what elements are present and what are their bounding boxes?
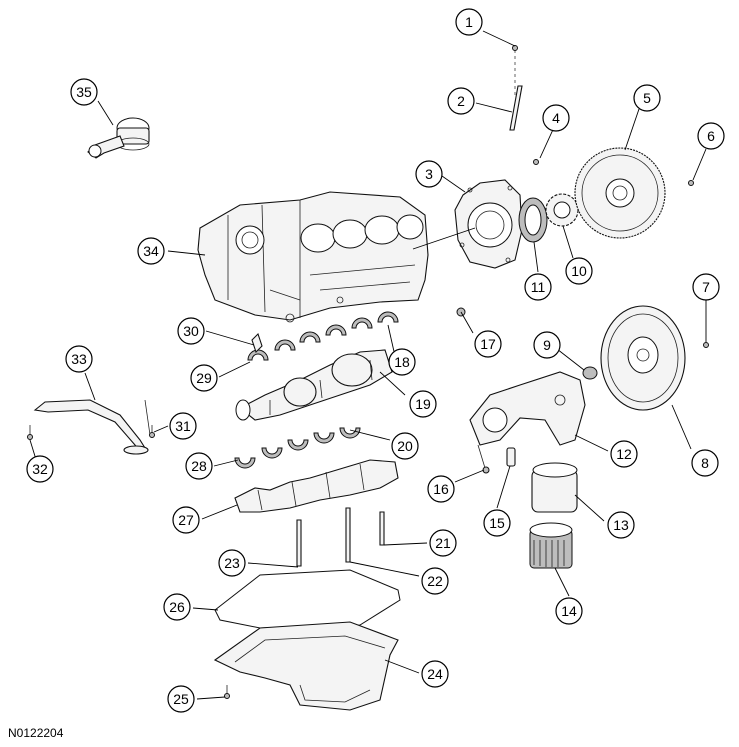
- misc-bolts: [456, 45, 709, 348]
- svg-text:5: 5: [643, 90, 651, 106]
- svg-text:12: 12: [616, 446, 632, 462]
- leader-lines: [29, 30, 707, 700]
- svg-text:7: 7: [702, 279, 710, 295]
- callout-29: 29: [190, 364, 218, 392]
- oil-pan: [213, 621, 399, 711]
- callout-19: 19: [409, 390, 437, 418]
- svg-text:27: 27: [178, 512, 194, 528]
- oil-cooler-housing: [531, 462, 578, 513]
- callout-11: 11: [524, 273, 552, 301]
- main-bearing-caps: [234, 459, 399, 513]
- svg-text:17: 17: [480, 336, 496, 352]
- svg-text:19: 19: [415, 396, 431, 412]
- callout-27: 27: [172, 506, 200, 534]
- pilot-bearing: [582, 366, 598, 380]
- oil-pan-gasket: [214, 569, 401, 629]
- callout-6: 6: [697, 122, 725, 150]
- svg-text:25: 25: [173, 691, 189, 707]
- oil-pressure-bolt: [477, 444, 490, 474]
- callout-1: 1: [455, 8, 483, 36]
- svg-text:1: 1: [465, 14, 473, 30]
- callout-20: 20: [391, 432, 419, 460]
- callout-31: 31: [169, 412, 197, 440]
- svg-text:35: 35: [76, 84, 92, 100]
- rear-seal: [518, 197, 548, 243]
- oil-filter-adapter: [469, 371, 586, 446]
- callout-30: 30: [177, 317, 205, 345]
- rear-cover-plate: [454, 179, 523, 269]
- flexplate: [574, 147, 666, 239]
- oil-pressure-sensor: [506, 447, 516, 467]
- svg-text:4: 4: [552, 110, 560, 126]
- crankshaft: [235, 349, 393, 421]
- callout-24: 24: [421, 660, 449, 688]
- thrust-washer: [251, 332, 263, 354]
- svg-text:29: 29: [196, 370, 212, 386]
- callout-2: 2: [447, 87, 475, 115]
- engine-block: [197, 191, 429, 323]
- callout-10: 10: [565, 257, 593, 285]
- callout-4: 4: [542, 104, 570, 132]
- svg-text:33: 33: [71, 351, 87, 367]
- svg-text:23: 23: [224, 555, 240, 571]
- callout-33: 33: [65, 345, 93, 373]
- callout-3: 3: [415, 160, 443, 188]
- reluctor-ring: [545, 193, 579, 227]
- callout-16: 16: [427, 475, 455, 503]
- callout-12: 12: [610, 440, 638, 468]
- svg-text:31: 31: [175, 418, 191, 434]
- svg-text:15: 15: [489, 515, 505, 531]
- oil-pickup-tube: [33, 399, 151, 455]
- callout-34: 34: [137, 237, 165, 265]
- callout-25: 25: [167, 685, 195, 713]
- piston-rod-assembly: [87, 117, 150, 159]
- svg-text:20: 20: [397, 438, 413, 454]
- svg-text:10: 10: [571, 263, 587, 279]
- pickup-tube-bolts: [27, 425, 155, 440]
- svg-text:6: 6: [707, 128, 715, 144]
- callout-14: 14: [555, 597, 583, 625]
- svg-text:11: 11: [531, 279, 546, 295]
- svg-text:3: 3: [425, 166, 433, 182]
- svg-text:32: 32: [32, 461, 48, 477]
- svg-text:21: 21: [435, 535, 451, 551]
- svg-text:16: 16: [433, 481, 449, 497]
- lower-bearing-shells: [234, 427, 361, 469]
- callout-35: 35: [70, 78, 98, 106]
- callout-32: 32: [26, 455, 54, 483]
- oil-filter: [529, 522, 573, 569]
- oil-pan-bolt: [224, 685, 230, 699]
- upper-bearing-shells: [247, 311, 399, 361]
- svg-text:30: 30: [183, 323, 199, 339]
- svg-text:18: 18: [394, 354, 410, 370]
- flywheel: [600, 305, 686, 411]
- callout-15: 15: [483, 509, 511, 537]
- svg-text:28: 28: [191, 458, 207, 474]
- callout-9: 9: [533, 331, 561, 359]
- svg-text:8: 8: [701, 455, 709, 471]
- callout-26: 26: [163, 593, 191, 621]
- callout-17: 17: [474, 330, 502, 358]
- callout-8: 8: [691, 449, 719, 477]
- svg-text:26: 26: [169, 599, 185, 615]
- svg-text:2: 2: [457, 93, 465, 109]
- callout-13: 13: [607, 511, 635, 539]
- svg-text:34: 34: [143, 243, 159, 259]
- callout-5: 5: [633, 84, 661, 112]
- svg-text:14: 14: [561, 603, 577, 619]
- callout-21: 21: [429, 529, 457, 557]
- svg-text:13: 13: [613, 517, 629, 533]
- figure-id: N0122204: [8, 726, 64, 740]
- callout-18: 18: [388, 348, 416, 376]
- callout-22: 22: [421, 567, 449, 595]
- callout-28: 28: [185, 452, 213, 480]
- svg-text:24: 24: [427, 666, 443, 682]
- svg-text:22: 22: [427, 573, 443, 589]
- callout-23: 23: [218, 549, 246, 577]
- svg-text:9: 9: [543, 337, 551, 353]
- main-bearing-bolts: [296, 507, 385, 567]
- callout-7: 7: [692, 273, 720, 301]
